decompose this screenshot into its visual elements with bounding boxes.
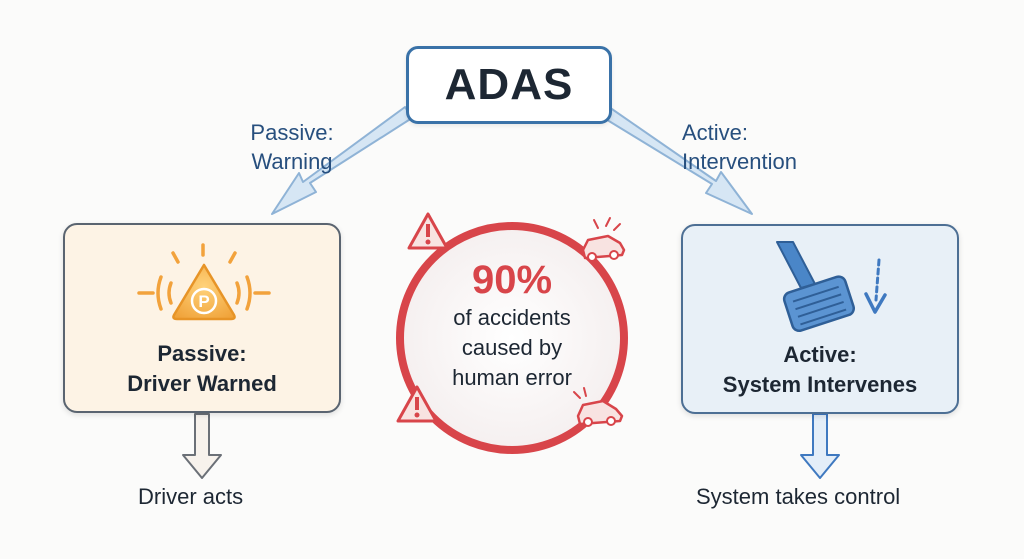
stat-block: 90% of accidents caused by human error [399,225,625,451]
adas-root-label: ADAS [444,60,574,109]
passive-card-title: Passive: Driver Warned [65,339,339,399]
stat-caption-line: caused by [461,335,563,360]
passive-outcome: Driver acts [138,484,244,509]
active-card-title: Active: System Intervenes [683,340,957,400]
crash-car-icon [581,217,626,262]
passive-branch-label: Passive: Warning [242,118,342,176]
warning-triangle-icon [407,212,449,250]
warning-parking-icon: P [137,243,271,321]
svg-text:P: P [198,292,209,311]
brake-pedal-icon [776,241,887,333]
active-branch-arrow [603,106,753,215]
active-outcome: System takes control [696,484,901,509]
active-branch-label-line: Intervention [682,149,797,174]
active-branch-label: Active: Intervention [682,118,842,176]
passive-branch-arrow [271,106,413,215]
active-card: Active: System Intervenes [681,224,959,414]
active-card-title-line: Active: [783,342,857,367]
active-down-arrow [800,413,840,479]
active-branch-label-line: Active: [682,120,749,145]
stat-circle [396,222,628,454]
passive-down-arrow [182,413,222,479]
stat-caption-line: of accidents [453,305,571,330]
passive-branch-label-line: Passive: [250,120,334,145]
active-card-title-line: System Intervenes [722,372,918,397]
adas-root-node: ADAS [406,46,612,124]
warning-triangle-icon [396,385,438,423]
passive-card-title-line: Driver Warned [127,371,277,396]
stat-value: 90% [471,258,553,302]
passive-card: P Passive: Driver Warned [63,223,341,413]
passive-branch-label-line: Warning [251,149,333,174]
stat-caption-line: human error [452,365,572,390]
crash-car-icon [573,387,624,427]
passive-card-title-line: Passive: [157,341,247,366]
stat-caption: of accidents caused by human error [399,303,625,393]
